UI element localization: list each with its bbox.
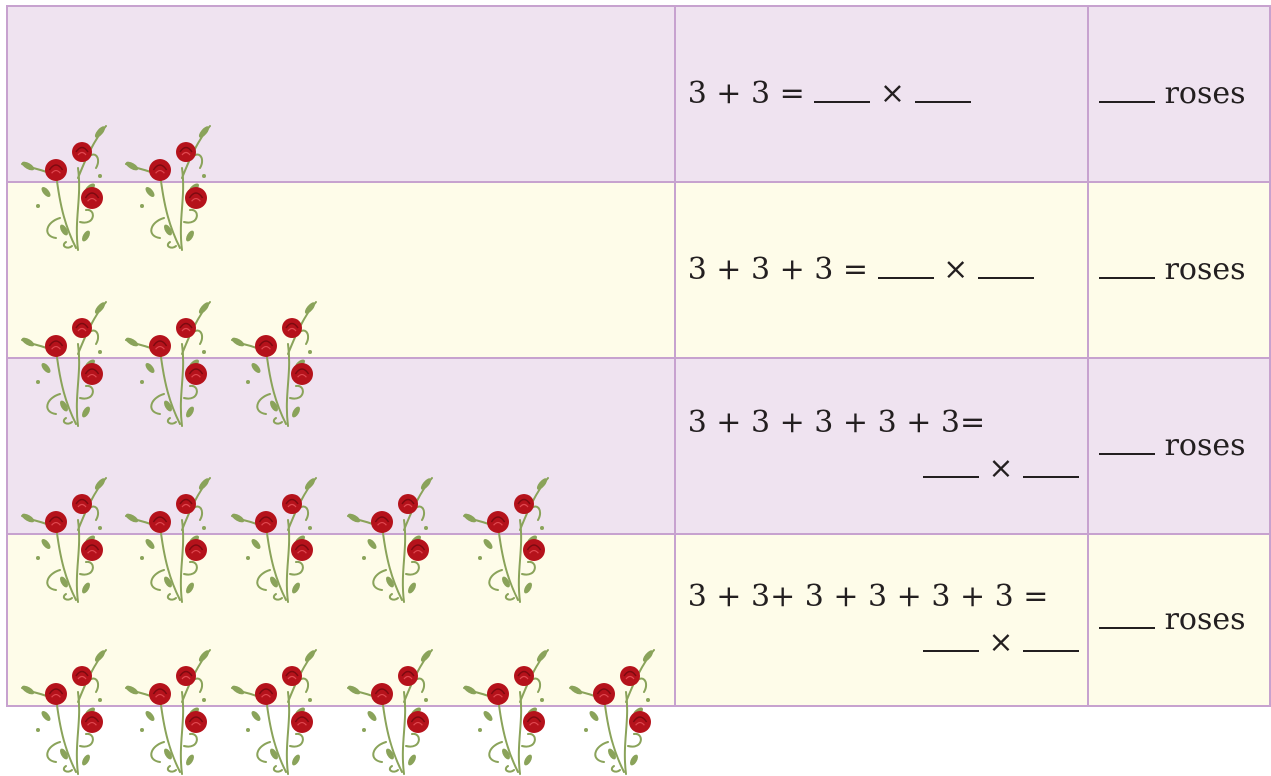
worksheet-row-2: 3 + 3 + 3 = × roses: [6, 181, 1271, 427]
answer-unit: roses: [1164, 76, 1246, 111]
rose-bouquet-icon: [120, 470, 214, 604]
rose-bouquet-icon: [16, 470, 110, 604]
answer-text: roses: [1089, 251, 1269, 289]
times-sign: ×: [943, 252, 969, 287]
addition-expression: 3 + 3+ 3 + 3 + 3 + 3 =: [687, 579, 1049, 614]
rose-bouquet-icon: [342, 642, 436, 776]
answer-cell: roses: [1087, 181, 1271, 359]
factor-blank[interactable]: [877, 255, 934, 279]
factor-blank[interactable]: [914, 79, 971, 103]
answer-unit: roses: [1164, 252, 1246, 287]
factor-blank[interactable]: [922, 628, 979, 652]
factor-blank[interactable]: [922, 454, 979, 478]
rose-bouquet-icon: [120, 642, 214, 776]
answer-cell: roses: [1087, 357, 1271, 535]
factor-blank[interactable]: [814, 79, 871, 103]
answer-blank[interactable]: [1099, 255, 1156, 279]
rose-bouquet-icon: [16, 642, 110, 776]
factor-blank[interactable]: [1023, 454, 1080, 478]
rose-bouquet-icon: [342, 470, 436, 604]
answer-cell: roses: [1087, 5, 1271, 183]
equation-cell: 3 + 3+ 3 + 3 + 3 + 3 = ×: [673, 533, 1090, 707]
equation-text: 3 + 3+ 3 + 3 + 3 + 3 = ×: [676, 578, 1087, 662]
answer-text: roses: [1089, 601, 1269, 639]
multiplication-line: ×: [688, 624, 1080, 662]
rose-bouquet-icon: [16, 294, 110, 428]
rose-bouquet-icon: [458, 642, 552, 776]
addition-expression: 3 + 3 + 3 + 3 + 3=: [687, 405, 986, 440]
rose-bouquets-cell: [6, 5, 676, 251]
answer-unit: roses: [1164, 602, 1246, 637]
factor-blank[interactable]: [1023, 628, 1080, 652]
times-sign: ×: [879, 76, 905, 111]
answer-blank[interactable]: [1099, 79, 1156, 103]
equation-cell: 3 + 3 + 3 = ×: [673, 181, 1090, 359]
rose-bouquet-icon: [564, 642, 658, 776]
addition-expression: 3 + 3 =: [687, 76, 815, 111]
rose-bouquet-icon: [226, 642, 320, 776]
rose-bouquet-icon: [226, 470, 320, 604]
equation-text: 3 + 3 + 3 + 3 + 3= ×: [676, 404, 1087, 488]
multiplication-worksheet-table: 3 + 3 = × roses: [6, 5, 1271, 775]
rose-bouquet-icon: [226, 294, 320, 428]
rose-bouquet-icon: [120, 118, 214, 252]
answer-cell: roses: [1087, 533, 1271, 707]
worksheet-row-1: 3 + 3 = × roses: [6, 5, 1271, 251]
answer-text: roses: [1089, 75, 1269, 113]
addition-expression: 3 + 3 + 3 =: [687, 252, 878, 287]
equation-text: 3 + 3 = ×: [676, 75, 1087, 113]
rose-bouquet-icon: [120, 294, 214, 428]
equation-cell: 3 + 3 = ×: [673, 5, 1090, 183]
rose-bouquet-icon: [16, 118, 110, 252]
factor-blank[interactable]: [977, 255, 1034, 279]
rose-bouquet-icon: [458, 470, 552, 604]
answer-text: roses: [1089, 427, 1269, 465]
rose-bouquets-cell: [6, 357, 676, 603]
times-sign: ×: [988, 451, 1014, 486]
equation-cell: 3 + 3 + 3 + 3 + 3= ×: [673, 357, 1090, 535]
answer-blank[interactable]: [1099, 605, 1156, 629]
answer-unit: roses: [1164, 428, 1246, 463]
multiplication-line: ×: [688, 450, 1080, 488]
times-sign: ×: [988, 625, 1014, 660]
answer-blank[interactable]: [1099, 431, 1156, 455]
equation-text: 3 + 3 + 3 = ×: [676, 251, 1087, 289]
rose-bouquets-cell: [6, 181, 676, 427]
worksheet-row-3: 3 + 3 + 3 + 3 + 3= × roses: [6, 357, 1271, 603]
